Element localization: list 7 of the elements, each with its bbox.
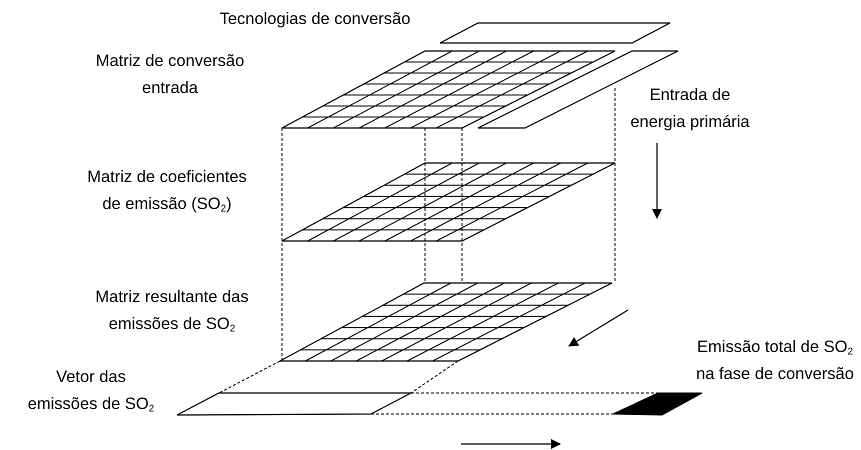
layer-label: Vetor das emissões de SO$_{2}$ <box>26 367 156 416</box>
result-label: Emissão total de SO$_{2}$ na fase de conversão <box>695 337 855 385</box>
layer-label: Matriz resultante das emissões de SO$_{2}$ <box>94 287 250 336</box>
layer-label: Matriz de coeficientes de emissão (SO$_{2}$) <box>86 167 248 216</box>
layer-label: Matriz de conversão entrada <box>94 51 246 99</box>
flow-label: Entrada de energia primária <box>629 85 751 133</box>
layer-label: Tecnologias de conversão <box>218 9 412 30</box>
